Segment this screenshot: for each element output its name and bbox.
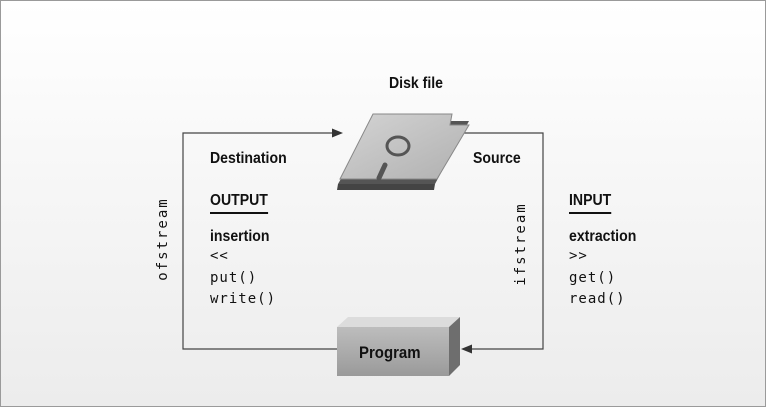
disk-file-label: Disk file: [389, 75, 443, 92]
source-label: Source: [473, 150, 521, 167]
extraction-operator: >>: [569, 248, 588, 264]
program-box: [337, 317, 460, 376]
get-function: get(): [569, 270, 617, 286]
insertion-label: insertion: [210, 228, 270, 245]
extraction-label: extraction: [569, 228, 637, 245]
ifstream-label: ifstream: [513, 202, 529, 286]
input-heading: INPUT: [569, 193, 612, 214]
left-flow-line: [182, 132, 339, 350]
output-heading: OUTPUT: [210, 193, 268, 214]
put-function: put(): [210, 270, 258, 286]
arrow-to-disk-icon: [332, 128, 343, 138]
insertion-operator: <<: [210, 248, 229, 264]
flow-loop: [182, 128, 544, 354]
read-function: read(): [569, 291, 626, 307]
write-function: write(): [210, 291, 277, 307]
destination-label: Destination: [210, 150, 287, 167]
arrow-to-program-icon: [461, 344, 472, 354]
ofstream-label: ofstream: [155, 197, 171, 281]
right-flow-line: [452, 132, 544, 350]
floppy-disk-icon: [337, 113, 470, 190]
program-label: Program: [359, 343, 421, 362]
